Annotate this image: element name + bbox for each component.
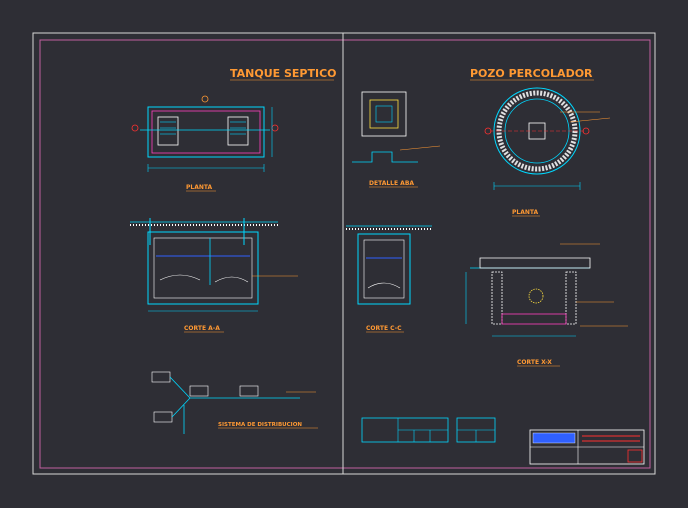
- corte-cc-inner: [363, 239, 405, 299]
- title-block-logo: [532, 432, 576, 444]
- label-planta-pozo: PLANTA: [512, 209, 539, 216]
- corte-aa-sludge: [159, 274, 249, 283]
- sistema-distribucion-view: [151, 371, 316, 434]
- title-block-sheet-no: [627, 449, 643, 463]
- corte-cc-sludge: [367, 282, 401, 289]
- tanque-planta-section-marker-right: [271, 124, 279, 132]
- spec-table-1: [361, 417, 449, 443]
- detalle-outer: [361, 91, 407, 137]
- corte-xx-stone-pile: [528, 288, 544, 304]
- dist-pipe-1: [169, 376, 191, 399]
- tanque-planta-chamber-right: [227, 116, 249, 146]
- label-planta-tanque: PLANTA: [186, 184, 213, 191]
- inner-frame: [39, 39, 651, 469]
- pozo-planta-view: [484, 87, 611, 190]
- dist-box-3: [239, 385, 259, 397]
- corte-cc-view: [346, 225, 432, 305]
- corte-aa-wall: [147, 231, 259, 305]
- label-sistema-distribucion: SISTEMA DE DISTRIBUCION: [218, 422, 302, 428]
- pozo-marker-left: [484, 127, 492, 135]
- pozo-marker-right: [582, 127, 590, 135]
- detalle-inner: [369, 99, 399, 129]
- label-corte-cc: CORTE C-C: [366, 325, 402, 332]
- pozo-leader-2: [569, 117, 611, 123]
- pozo-center-cover: [528, 122, 546, 140]
- corte-cc-wall: [357, 233, 411, 305]
- label-corte-aa: CORTE A-A: [184, 325, 220, 332]
- title-block: [529, 429, 645, 465]
- detalle-leader: [399, 145, 441, 151]
- tanque-planta-outer: [147, 106, 265, 158]
- dist-box-2: [189, 385, 209, 397]
- tanque-planta-view: [131, 95, 279, 172]
- detalle-aba-view: [352, 91, 441, 163]
- corte-aa-inner: [153, 237, 253, 299]
- pozo-outer-ring: [493, 87, 581, 175]
- corte-xx-wall-left: [491, 271, 503, 325]
- detalle-section: [352, 151, 418, 163]
- detalle-core: [375, 105, 393, 123]
- dist-box-1: [151, 371, 171, 383]
- label-corte-xx: CORTE X-X: [517, 359, 552, 366]
- spec-table-2: [456, 417, 496, 443]
- sheet-border: [32, 32, 656, 475]
- title-pozo-percolador: POZO PERCOLADOR: [470, 67, 593, 80]
- title-tanque-septico: TANQUE SEPTICO: [230, 67, 337, 80]
- tanque-planta-chamber-left: [157, 116, 179, 146]
- corte-xx-cover: [479, 257, 591, 269]
- corte-xx-wall-right: [565, 271, 577, 325]
- corte-xx-gravel: [501, 313, 567, 325]
- tanque-planta-inner: [151, 110, 261, 154]
- tanque-planta-section-marker-top: [201, 95, 209, 103]
- tanque-planta-section-marker-left: [131, 124, 139, 132]
- corte-aa-view: [130, 218, 298, 312]
- dist-pipe-2: [171, 397, 191, 418]
- dist-box-4: [153, 411, 173, 423]
- label-detalle-aba: DETALLE ABA: [369, 180, 414, 187]
- corte-xx-view: [465, 243, 628, 337]
